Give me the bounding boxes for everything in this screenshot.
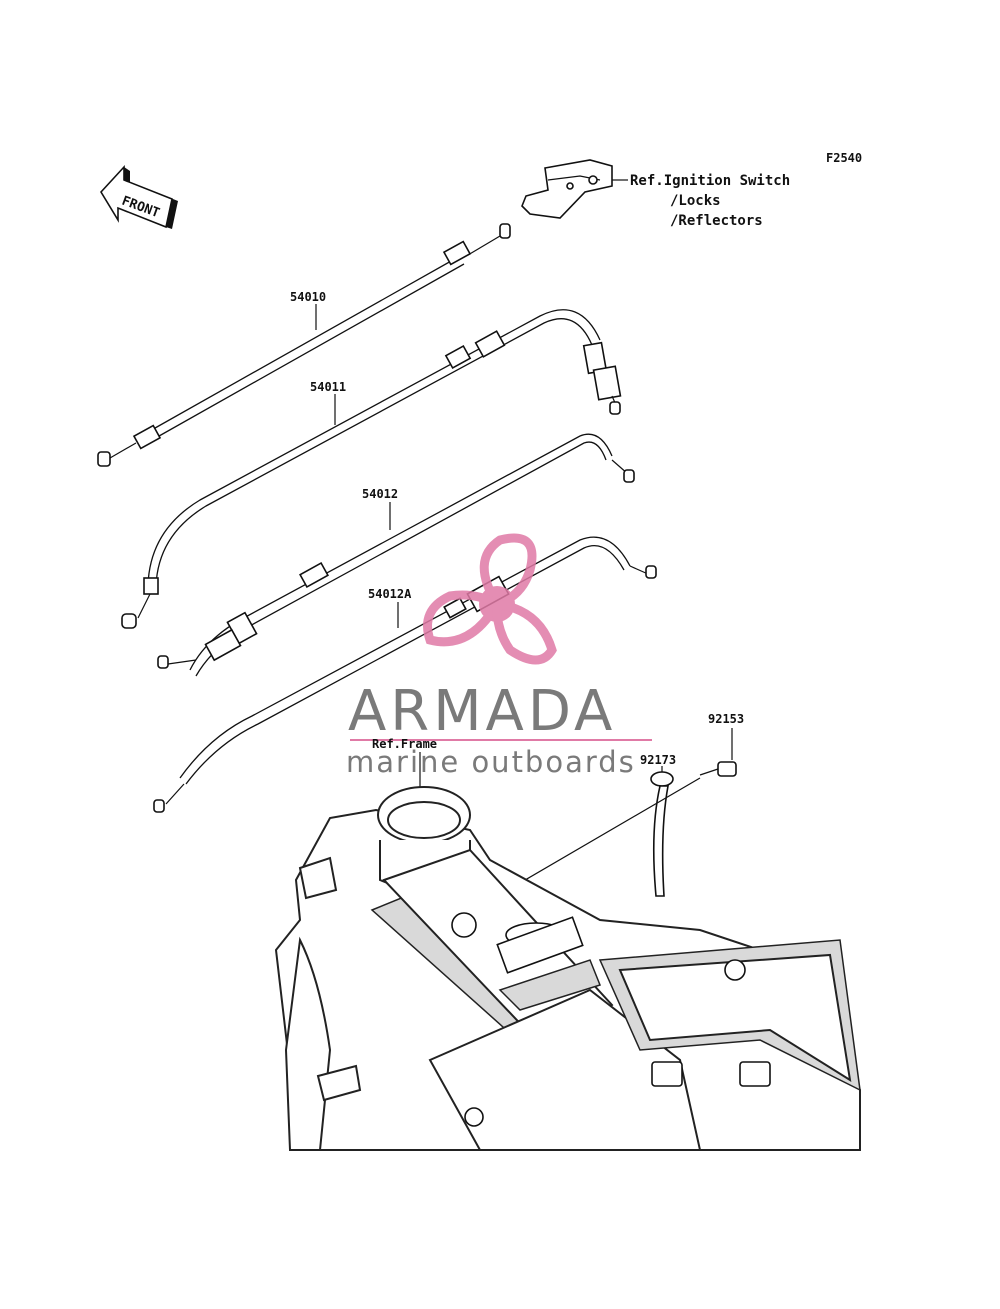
callout-54012: 54012: [362, 487, 398, 501]
watermark-brand: ARMADA: [348, 679, 616, 744]
bolt-92153: [699, 761, 737, 777]
callout-92173: 92173: [640, 753, 676, 767]
ref-frame-label: Ref.Frame: [372, 737, 437, 751]
clamp-92173: [650, 771, 674, 897]
figure-code: F2540: [826, 151, 862, 165]
cable-54012: [157, 433, 635, 677]
ref-ignition-label: Ref.Ignition Switch: [630, 173, 790, 189]
ref-locks-label: /Locks: [670, 193, 721, 209]
ref-reflectors-label: /Reflectors: [670, 213, 763, 229]
callout-54011: 54011: [310, 380, 346, 394]
cable-54010: [97, 223, 511, 467]
motorcycle-frame-part: [274, 786, 861, 1151]
armada-logo-icon: [423, 533, 557, 665]
watermark-tagline: marine outboards: [346, 745, 636, 779]
cable-54011: [121, 309, 622, 629]
callout-54010: 54010: [290, 290, 326, 304]
front-arrow-icon: FRONT: [100, 164, 178, 229]
callout-54012A: 54012A: [368, 587, 412, 601]
callout-92153: 92153: [708, 712, 744, 726]
ignition-bracket-part: [521, 159, 628, 219]
